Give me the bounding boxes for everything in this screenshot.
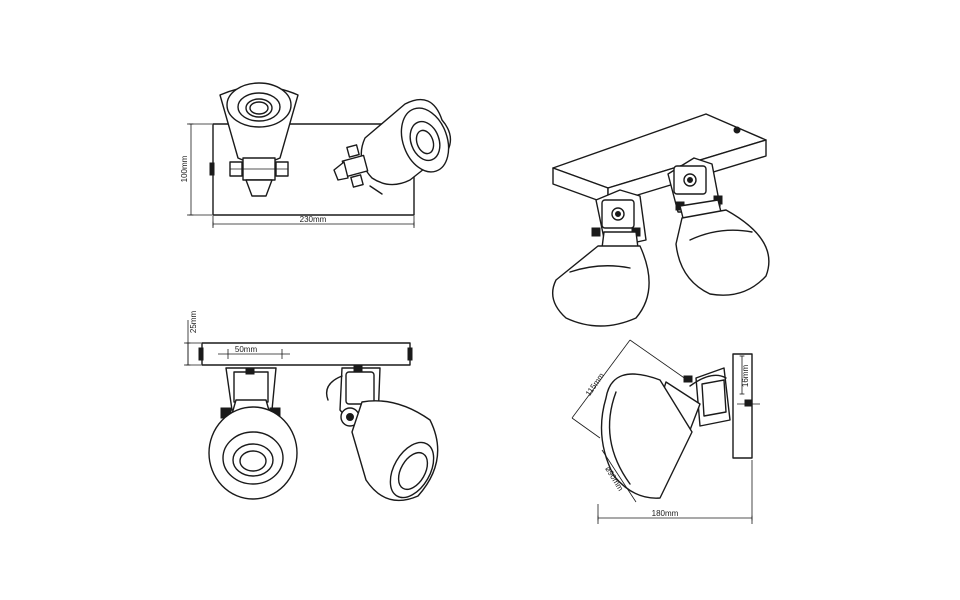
top-view-right-lamp (333, 98, 452, 195)
top-view: 100mm 230mm (180, 82, 452, 228)
front-view: 25mm 50mm (184, 311, 439, 502)
side-view: 115mm ø90mm 16mm 180mm (571, 339, 760, 524)
perspective-left-spotlight (552, 189, 650, 327)
front-view-depth-label: 25mm (189, 311, 198, 334)
front-view-spacing-label: 50mm (235, 345, 258, 354)
top-view-height-label: 100mm (180, 155, 189, 182)
side-view-width-label: 180mm (652, 509, 679, 518)
top-view-width-label: 230mm (300, 215, 327, 224)
side-view-base-label: 16mm (741, 365, 750, 388)
side-view-wall-plate (732, 353, 753, 459)
side-view-projection-label: 115mm (584, 371, 607, 398)
side-view-spotlight (600, 367, 731, 499)
perspective-view (552, 113, 770, 327)
front-view-left-spotlight (208, 367, 298, 500)
perspective-right-spotlight (667, 157, 770, 296)
top-view-left-edge-detail (209, 162, 215, 176)
front-view-right-spotlight (325, 365, 439, 502)
top-view-left-lamp (219, 82, 299, 197)
